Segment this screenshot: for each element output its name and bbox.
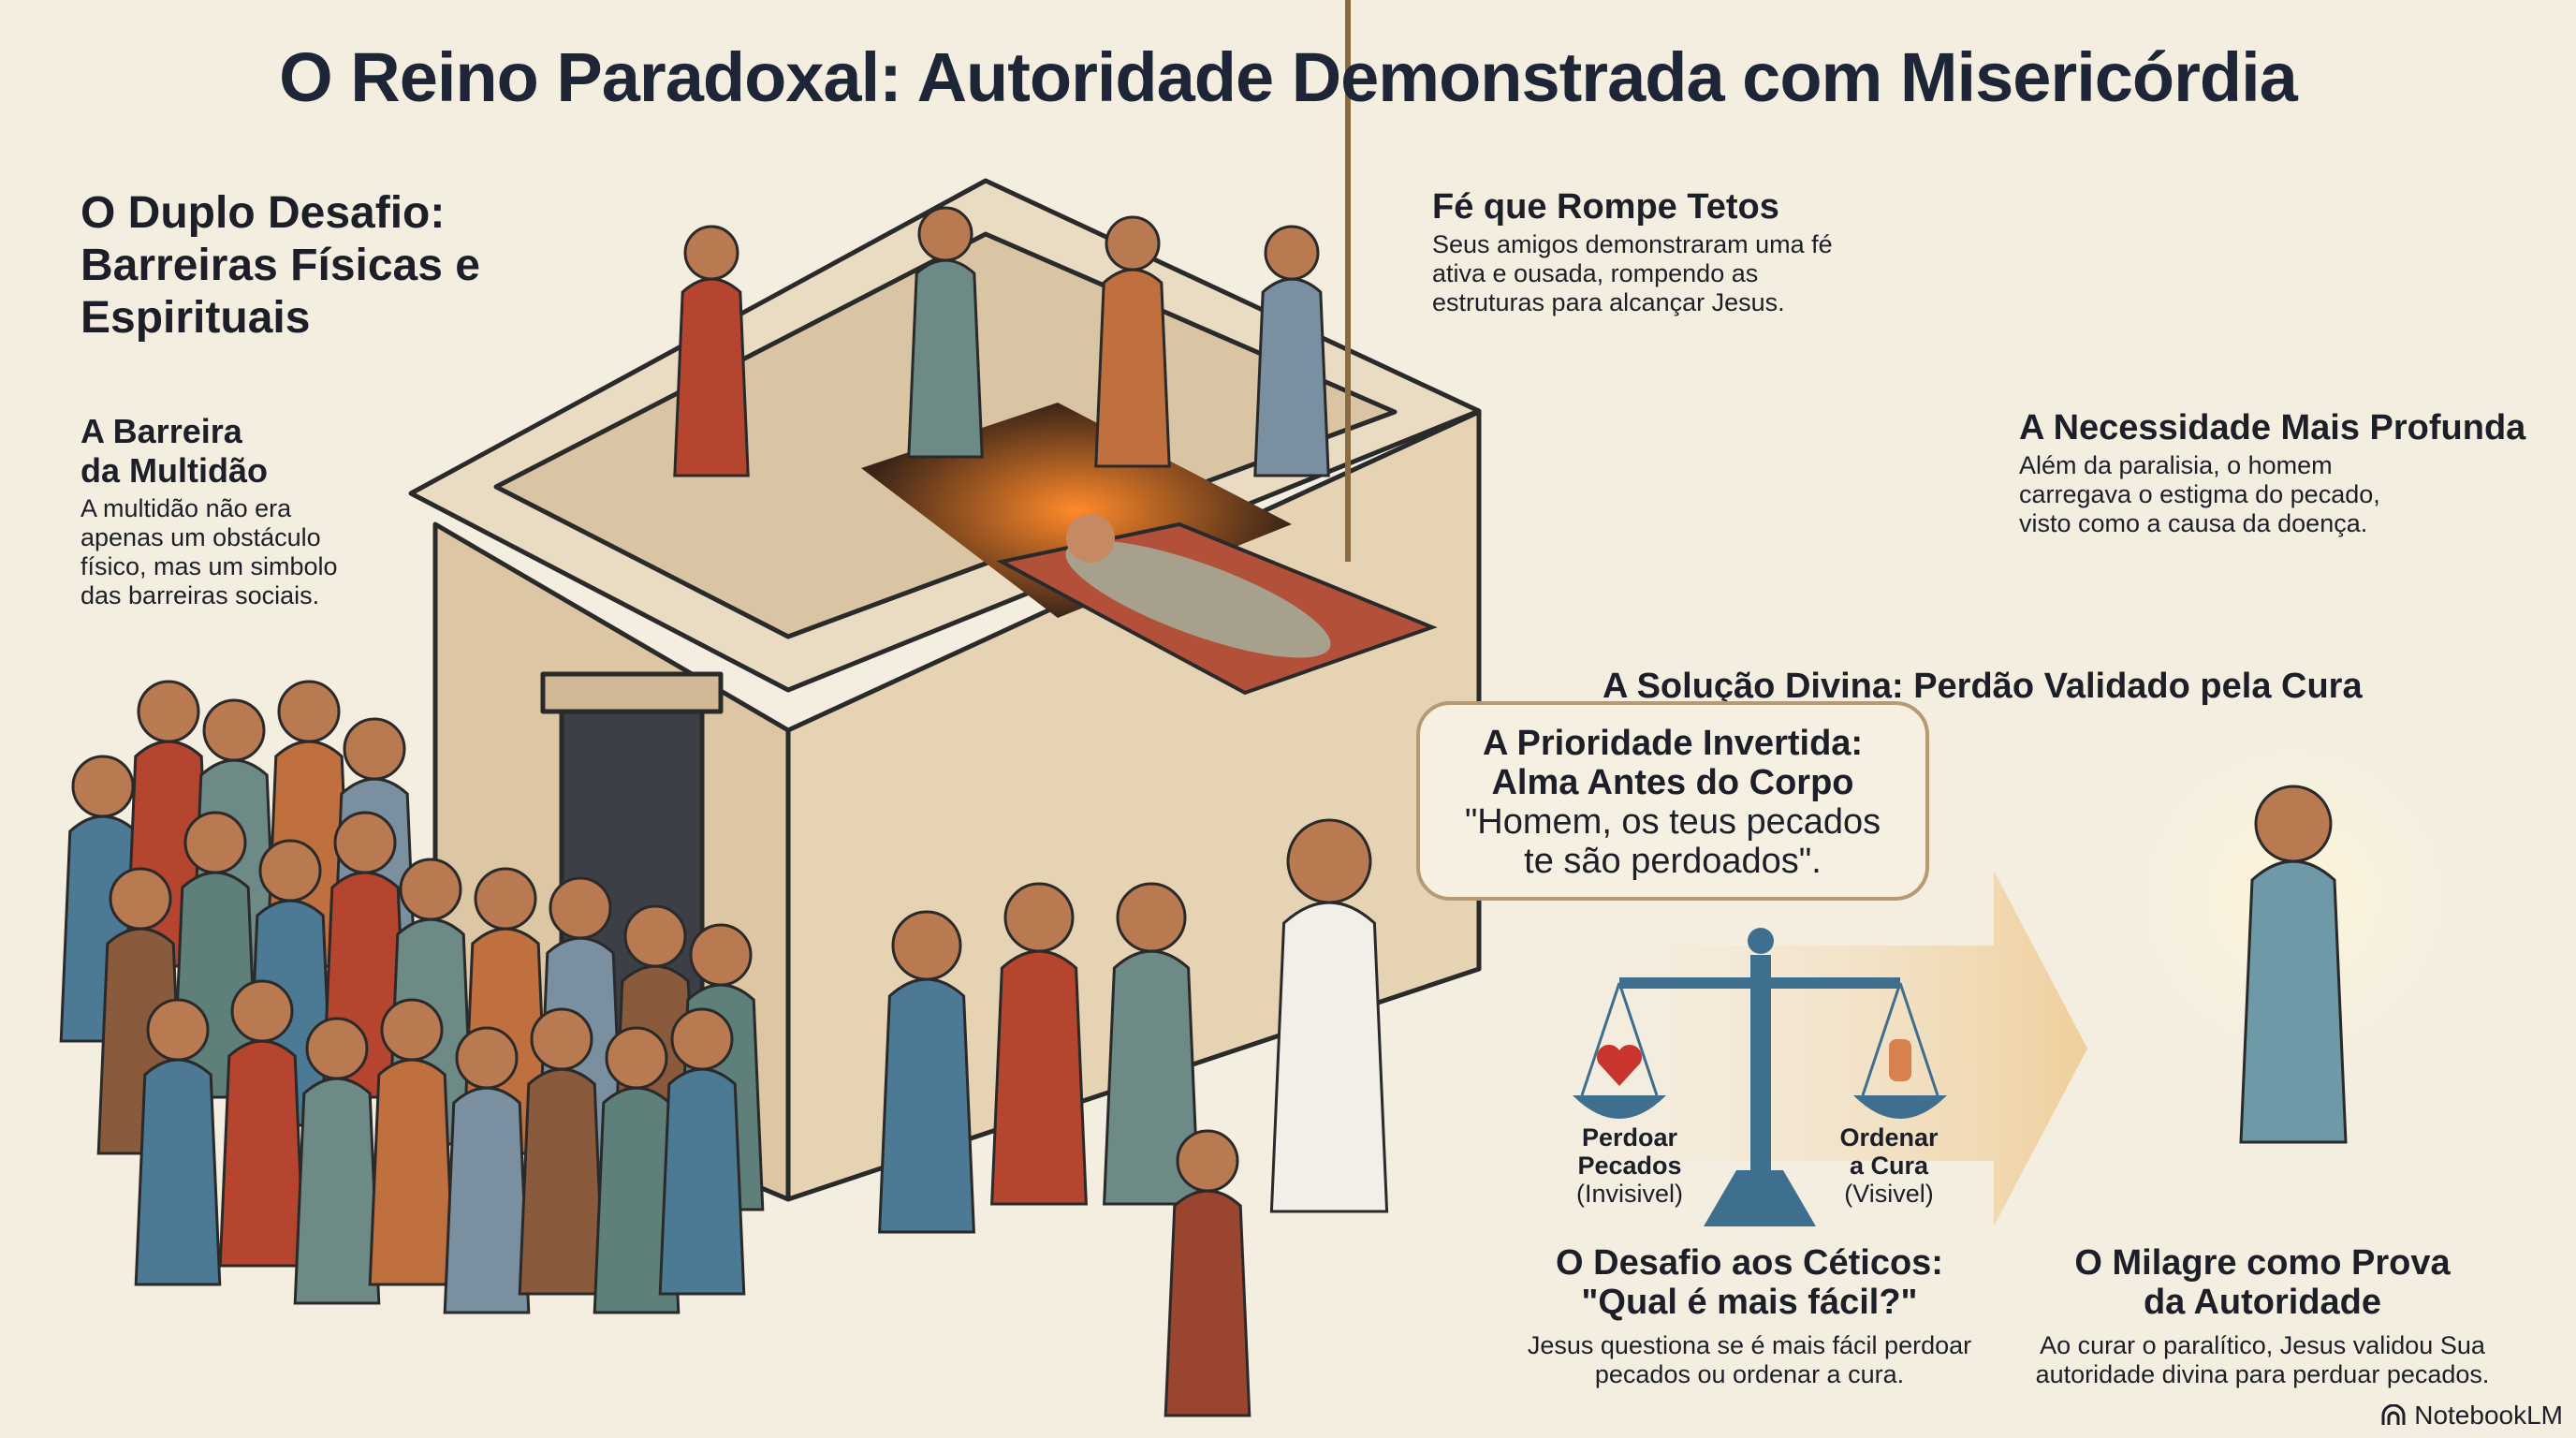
section-title: da Autoridade: [2143, 1283, 2382, 1322]
label-line: Perdoar: [1581, 1123, 1678, 1152]
section-text: Ao curar o paralítico, Jesus validou Sua: [2040, 1331, 2485, 1359]
section-title: "Qual é mais fácil?": [1581, 1283, 1918, 1322]
faith-callout: Fé que Rompe Tetos Seus amigos demonstra…: [1432, 187, 1833, 317]
label-sub: (Visivel): [1844, 1180, 1934, 1208]
paralytic-on-mat-illustration: [996, 0, 1438, 696]
notebooklm-brand: NotebookLM: [2380, 1401, 2563, 1431]
progress-arrow: [1507, 871, 2087, 1226]
roof-friend-figure: [907, 206, 984, 459]
solution-heading: A Solução Divina: Perdão Validado pela C…: [1603, 667, 2363, 706]
section-text: pecados ou ordenar a cura.: [1594, 1360, 1905, 1388]
scale-label-heal: Ordenar a Cura (Visivel): [1814, 1123, 1964, 1208]
scribe-figure: [1103, 882, 1200, 1206]
section-text: autoridade divina para perduar pecados.: [2035, 1360, 2490, 1388]
bubble-quote: te são perdoados".: [1524, 842, 1822, 881]
callout-title: A Barreira: [80, 412, 242, 450]
heart-icon: [1596, 1044, 1643, 1086]
foreground-man-figure: [1164, 1129, 1251, 1417]
healed-man-figure: [2239, 785, 2348, 1144]
callout-text: Seus amigos demonstraram uma fé: [1432, 230, 1833, 258]
callout-text: das barreiras sociais.: [80, 581, 320, 609]
callout-title: Fé que Rompe Tetos: [1432, 187, 1779, 227]
callout-text: A multidão não era: [80, 494, 292, 522]
label-line: Pecados: [1577, 1152, 1682, 1180]
section-title: O Milagre como Prova: [2074, 1243, 2451, 1283]
bubble-title: Alma Antes do Corpo: [1491, 763, 1854, 802]
label-sub: (Invisivel): [1575, 1180, 1683, 1208]
bubble-title: A Prioridade Invertida:: [1482, 724, 1864, 763]
callout-text: carregava o estigma do pecado,: [2019, 480, 2380, 508]
section-text: Jesus questiona se é mais fácil perdoar: [1527, 1331, 1972, 1359]
crowd-person-figure: [443, 1026, 531, 1314]
balance-scale-illustration: [1573, 928, 1947, 1226]
jesus-figure: [1269, 818, 1389, 1213]
crowd-person-figure: [658, 1007, 746, 1296]
label-line: Ordenar: [1839, 1123, 1939, 1152]
scale-label-forgive: Perdoar Pecados (Invisivel): [1555, 1123, 1705, 1208]
crowd-person-figure: [518, 1007, 606, 1296]
label-line: a Cura: [1849, 1152, 1929, 1180]
brand-name: NotebookLM: [2414, 1401, 2563, 1430]
callout-title: da Multidão: [80, 451, 268, 490]
section-title: O Desafio aos Céticos:: [1556, 1243, 1943, 1283]
crowd-person-figure: [134, 998, 222, 1286]
roof-friend-figure: [1253, 225, 1330, 477]
page-title: O Reino Paradoxal: Autoridade Demonstrad…: [279, 38, 2298, 116]
callout-text: estruturas para alcançar Jesus.: [1432, 288, 1785, 316]
roof-friend-figure: [1094, 215, 1171, 468]
notebooklm-logo-icon: [2381, 1404, 2406, 1425]
skeptics-section: O Desafio aos Céticos:"Qual é mais fácil…: [1469, 1243, 2030, 1389]
speech-bubble: A Prioridade Invertida:Alma Antes do Cor…: [1416, 701, 1929, 901]
scribe-figure: [990, 882, 1088, 1206]
callout-text: ativa e ousada, rompendo as: [1432, 259, 1759, 287]
crowd-person-figure: [368, 998, 456, 1286]
heading-line: Espirituais: [80, 293, 311, 343]
heading-line: Barreiras Físicas e: [80, 241, 480, 290]
callout-text: físico, mas um simbolo: [80, 552, 338, 580]
callout-title: A Necessidade Mais Profunda: [2019, 408, 2526, 448]
crowd-person-figure: [218, 979, 306, 1268]
roof-friend-figure: [673, 225, 750, 477]
crowd-person-figure: [593, 1026, 681, 1314]
callout-text: Além da paralisia, o homem: [2019, 451, 2333, 479]
scribe-figure: [878, 910, 975, 1234]
heading-line: O Duplo Desafio:: [80, 188, 446, 238]
bubble-quote: "Homem, os teus pecados: [1464, 802, 1881, 842]
callout-text: apenas um obstáculo: [80, 523, 321, 551]
hand-icon: [1889, 1039, 1911, 1081]
section-heading-double-challenge: O Duplo Desafio: Barreiras Físicas e Esp…: [80, 187, 480, 345]
deeper-need-callout: A Necessidade Mais Profunda Além da para…: [2019, 408, 2525, 538]
callout-text: visto como a causa da doença.: [2019, 509, 2368, 537]
crowd-person-figure: [293, 1017, 381, 1305]
